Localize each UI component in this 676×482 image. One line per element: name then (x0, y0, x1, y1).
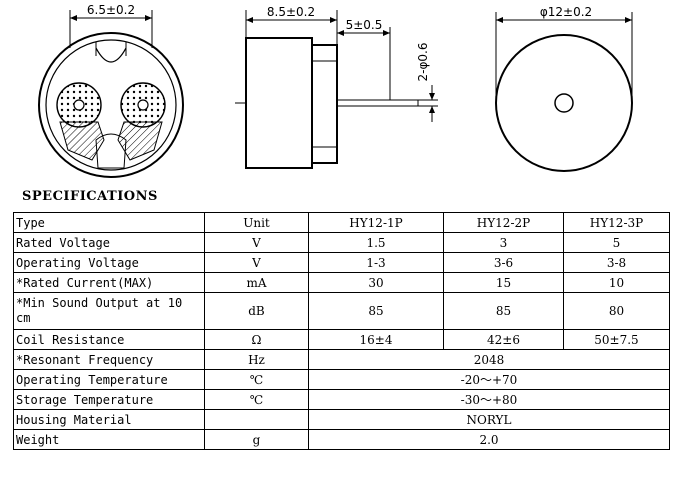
value-cell: 16±4 (308, 329, 444, 350)
value-cell: 50±7.5 (563, 329, 670, 350)
header-type: Type (13, 212, 205, 233)
value-cell: 2.0 (308, 429, 670, 450)
specifications-table: Type Unit HY12-1P HY12-2P HY12-3P Rated … (13, 212, 670, 450)
mechanical-drawings: 6.5±0.2 8.5±0.2 5±0.5 2-φ0.6 φ12±0.2 (38, 3, 633, 178)
side-view-pin-length-dimension: 5±0.5 (346, 18, 383, 32)
value-cell: 3-8 (563, 252, 670, 273)
value-cell: 5 (563, 232, 670, 253)
top-view-diameter-dimension: φ12±0.2 (540, 5, 592, 19)
unit-cell: dB (204, 292, 309, 330)
table-row: *Resonant Frequency Hz 2048 (13, 349, 670, 370)
param-label: Operating Voltage (13, 252, 205, 273)
value-cell: NORYL (308, 409, 670, 430)
value-cell: 80 (563, 292, 670, 330)
unit-cell: V (204, 252, 309, 273)
table-row: Housing Material NORYL (13, 409, 670, 430)
side-view-pin-diameter-dimension: 2-φ0.6 (416, 43, 430, 82)
table-row: Weight g 2.0 (13, 429, 670, 450)
header-hy12-2p: HY12-2P (443, 212, 564, 233)
param-label: Rated Voltage (13, 232, 205, 253)
param-label: Storage Temperature (13, 389, 205, 410)
value-cell: 30 (308, 272, 444, 293)
bottom-view-drawing: 6.5±0.2 (38, 3, 184, 178)
unit-cell (204, 409, 309, 430)
value-cell: -20～+70 (308, 369, 670, 390)
unit-cell: ℃ (204, 369, 309, 390)
param-label: Weight (13, 429, 205, 450)
table-row: *Min Sound Output at 10 cm dB 85 85 80 (13, 292, 670, 330)
param-label: Coil Resistance (13, 329, 205, 350)
value-cell: 10 (563, 272, 670, 293)
value-cell: 2048 (308, 349, 670, 370)
top-view-drawing: φ12±0.2 (495, 5, 633, 172)
table-header-row: Type Unit HY12-1P HY12-2P HY12-3P (13, 212, 670, 233)
table-row: Coil Resistance Ω 16±4 42±6 50±7.5 (13, 329, 670, 350)
header-hy12-1p: HY12-1P (308, 212, 444, 233)
value-cell: 15 (443, 272, 564, 293)
specifications-title: SPECIFICATIONS (22, 189, 158, 204)
value-cell: 3-6 (443, 252, 564, 273)
value-cell: -30～+80 (308, 389, 670, 410)
param-label: *Rated Current(MAX) (13, 272, 205, 293)
param-label: *Min Sound Output at 10 cm (13, 292, 205, 330)
param-label: Operating Temperature (13, 369, 205, 390)
table-row: Rated Voltage V 1.5 3 5 (13, 232, 670, 253)
value-cell: 85 (308, 292, 444, 330)
unit-cell: g (204, 429, 309, 450)
param-label: *Resonant Frequency (13, 349, 205, 370)
table-row: Storage Temperature ℃ -30～+80 (13, 389, 670, 410)
unit-cell: ℃ (204, 389, 309, 410)
unit-cell: V (204, 232, 309, 253)
value-cell: 42±6 (443, 329, 564, 350)
unit-cell: Ω (204, 329, 309, 350)
header-hy12-3p: HY12-3P (563, 212, 670, 233)
table-row: Operating Voltage V 1-3 3-6 3-8 (13, 252, 670, 273)
unit-cell: mA (204, 272, 309, 293)
param-label: Housing Material (13, 409, 205, 430)
table-row: Operating Temperature ℃ -20～+70 (13, 369, 670, 390)
table-row: *Rated Current(MAX) mA 30 15 10 (13, 272, 670, 293)
bottom-view-dimension: 6.5±0.2 (87, 3, 135, 17)
header-unit: Unit (204, 212, 309, 233)
unit-cell: Hz (204, 349, 309, 370)
value-cell: 1.5 (308, 232, 444, 253)
side-view-body-dimension: 8.5±0.2 (267, 5, 315, 19)
value-cell: 1-3 (308, 252, 444, 273)
value-cell: 3 (443, 232, 564, 253)
side-view-drawing: 8.5±0.2 5±0.5 2-φ0.6 (235, 5, 438, 169)
value-cell: 85 (443, 292, 564, 330)
